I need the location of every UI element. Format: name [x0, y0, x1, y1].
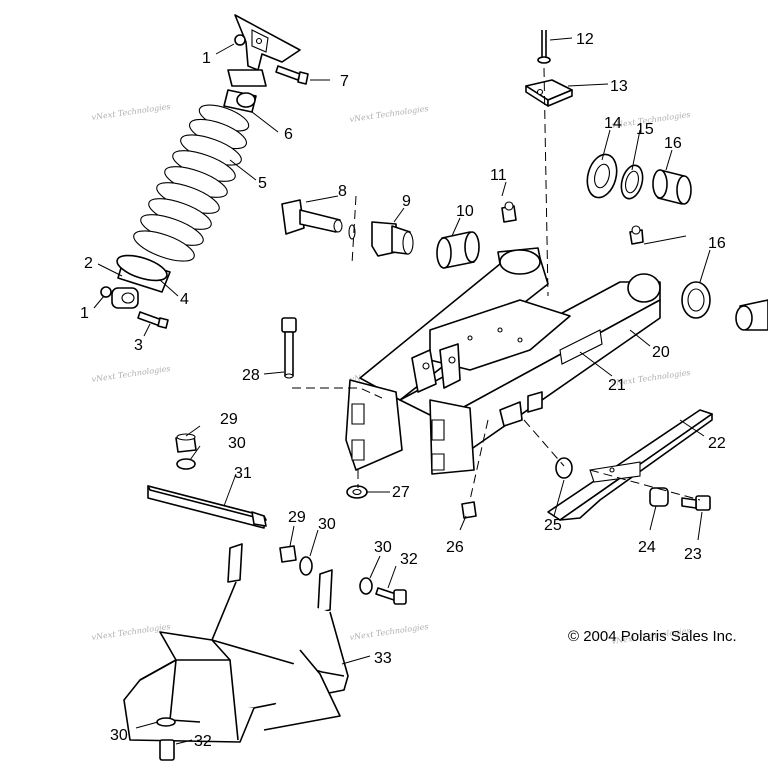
callout-4: 4 [180, 291, 189, 308]
callout-9: 9 [402, 193, 411, 210]
nut-26 [461, 501, 477, 519]
leader-lines [93, 37, 711, 745]
washer-30-mid [299, 556, 313, 576]
callout-8: 8 [338, 183, 347, 200]
washer-27 [346, 485, 368, 499]
watermark-text: vNext Technologies [91, 622, 171, 642]
bumper-33 [123, 543, 349, 743]
watermark-text: vNext Technologies [91, 364, 171, 384]
pivot-shaft [281, 199, 356, 240]
callout-20: 20 [652, 344, 670, 361]
callout-12: 12 [576, 31, 594, 48]
washer-25 [555, 457, 573, 479]
callout-29: 29 [288, 509, 306, 526]
plate-13 [525, 79, 573, 107]
callout-2: 2 [84, 255, 93, 272]
bolt-28 [281, 317, 297, 379]
assembly-lines [292, 67, 701, 501]
callout-32: 32 [194, 733, 212, 750]
bolt-32-right [375, 587, 407, 605]
bolt-7 [275, 65, 309, 85]
swing-arm [345, 247, 661, 475]
callout-22: 22 [708, 435, 726, 452]
callout-14: 14 [604, 115, 622, 132]
callout-10: 10 [456, 203, 474, 220]
bolt-32-bottom [159, 739, 175, 761]
callout-32: 32 [400, 551, 418, 568]
callout-7: 7 [340, 73, 349, 90]
callout-11: 11 [490, 167, 507, 184]
bearing-parts-upper [586, 153, 692, 205]
callout-30: 30 [228, 435, 246, 452]
callout-30: 30 [318, 516, 336, 533]
callout-28: 28 [242, 367, 260, 384]
nut-29-mid [279, 545, 297, 563]
callout-5: 5 [258, 175, 267, 192]
callout-13: 13 [610, 78, 628, 95]
watermark-text: vNext Technologies [91, 102, 171, 122]
lower-nut-and-bolt [100, 286, 169, 329]
sleeve-10 [436, 231, 480, 269]
watermark-text: vNext Technologies [349, 622, 429, 642]
callout-6: 6 [284, 126, 293, 143]
copyright-notice: © 2004 Polaris Sales Inc. [568, 628, 737, 645]
callout-21: 21 [608, 377, 626, 394]
washer-30-right [359, 577, 373, 595]
callout-1: 1 [202, 50, 211, 67]
grease-fittings [501, 201, 644, 245]
bearing-16-lower [681, 281, 768, 331]
bolt-23 [681, 495, 711, 511]
angle-bracket-31 [147, 485, 267, 529]
callout-16: 16 [708, 235, 726, 252]
callout-27: 27 [392, 484, 410, 501]
watermark-text: vNext Technologies [349, 104, 429, 124]
rail-22 [547, 409, 713, 521]
callout-33: 33 [374, 650, 392, 667]
callouts: 1 1 2 3 4 5 6 7 8 9 10 11 12 13 14 15 16… [80, 31, 726, 750]
coil-spring [133, 104, 250, 262]
callout-30: 30 [374, 539, 392, 556]
callout-3: 3 [134, 337, 143, 354]
callout-29: 29 [220, 411, 238, 428]
washer-30-left [176, 458, 196, 470]
callout-26: 26 [446, 539, 464, 556]
callout-31: 31 [234, 465, 252, 482]
washer-30-bottom [156, 717, 176, 727]
callout-16: 16 [664, 135, 682, 152]
callout-23: 23 [684, 546, 702, 563]
spacer-24 [649, 487, 669, 507]
callout-30: 30 [110, 727, 128, 744]
pin-12 [537, 30, 551, 64]
callout-1: 1 [80, 305, 89, 322]
callout-24: 24 [638, 539, 656, 556]
shock-absorber [111, 89, 257, 309]
nut-29-left [175, 433, 197, 453]
shock-upper-bracket [227, 14, 301, 87]
callout-15: 15 [636, 121, 654, 138]
bushing-9 [371, 221, 414, 257]
callout-25: 25 [544, 517, 562, 534]
